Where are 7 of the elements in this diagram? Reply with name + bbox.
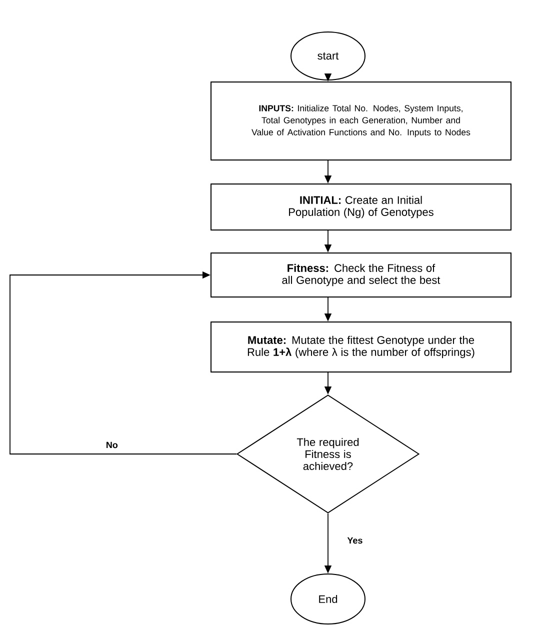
process-box: INPUTS: Initialize Total No. Nodes, System Inputs, Total Genotypes in each Generation, Number and Value of Activation Functions and No. Inputs to Nodes [210,82,512,160]
edge-label: No [104,440,119,450]
process-box: Fitness: Check the Fitness of all Genotype and select the best [210,252,512,298]
process-box: Mutate: Mutate the fittest Genotype under the Rule 1+λ (where λ is the number of offsprings) [210,322,512,372]
edge-label: Yes [346,536,364,545]
process-box: INITIAL: Create an Initial Population (Ng) of Genotypes [210,184,512,230]
arrow [10,271,237,454]
